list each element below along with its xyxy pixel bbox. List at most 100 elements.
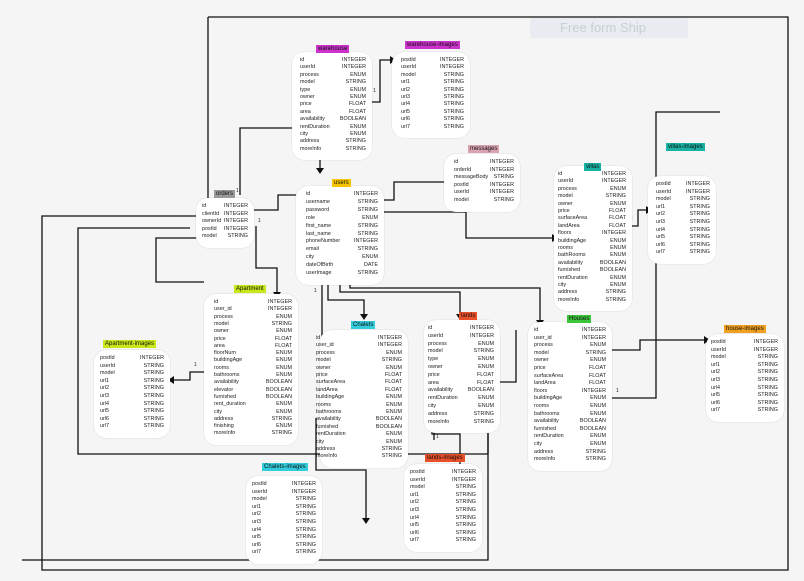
table-title-houses[interactable]: Houses xyxy=(567,315,592,323)
table-title-apartment[interactable]: Apartment xyxy=(234,285,266,293)
table-title-chalets[interactable]: Chalets xyxy=(351,321,376,329)
table-title-chalets-images[interactable]: Chalets-images xyxy=(262,463,308,471)
table-title-warehouse-images[interactable]: warehouse-images xyxy=(405,41,460,49)
table-title-orders[interactable]: orders xyxy=(214,190,236,198)
table-title-villas[interactable]: villas xyxy=(584,163,602,171)
table-title-warehouse[interactable]: warehouse xyxy=(316,45,350,53)
